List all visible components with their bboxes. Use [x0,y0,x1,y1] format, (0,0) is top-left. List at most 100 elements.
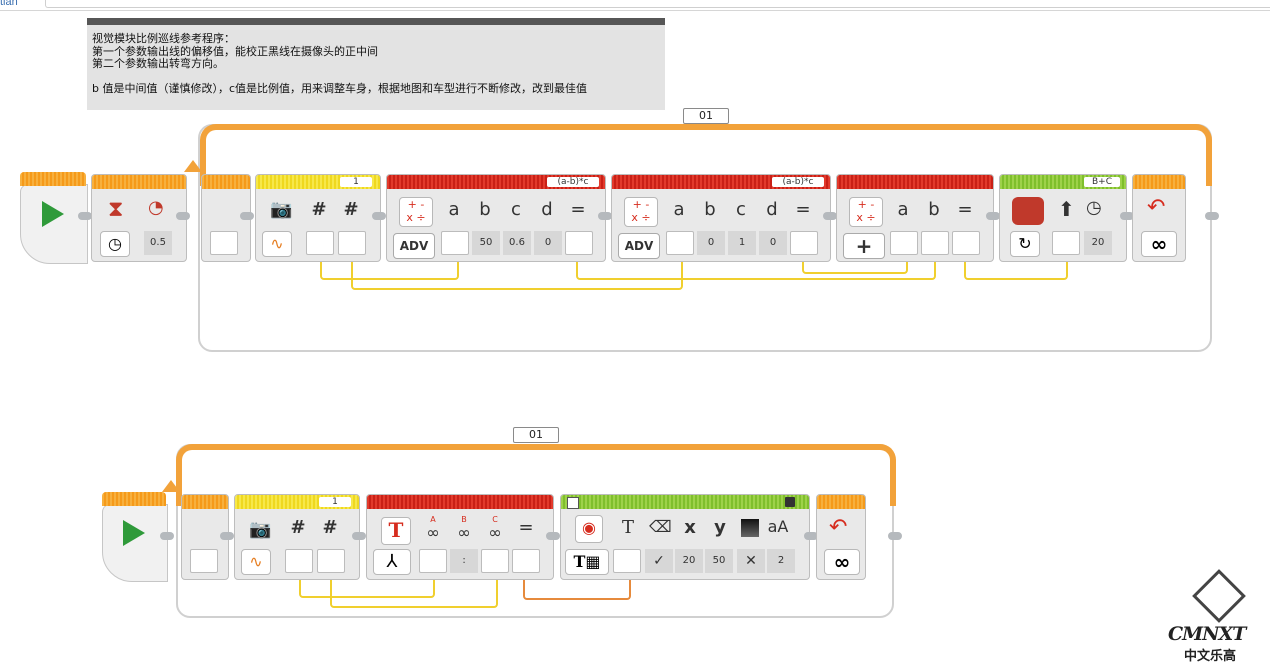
output-slot[interactable] [317,549,345,573]
loop-end[interactable]: ↶ ∞ [1132,174,1186,262]
power-gauge-icon: ◷ [1086,197,1102,218]
infinity-icon[interactable]: ∞ [824,549,860,575]
play-icon [42,201,64,227]
result-output[interactable] [565,231,593,255]
text-mode-icon[interactable]: ⅄ [373,549,411,575]
sequence-plug [1120,212,1134,220]
text-input-slot[interactable] [613,549,641,573]
y-value[interactable]: 50 [705,549,733,573]
input-b-value[interactable]: 0 [697,231,725,255]
data-wire[interactable] [299,580,435,598]
start-header [102,492,166,506]
x-value[interactable]: 20 [675,549,703,573]
display-mode-icon[interactable]: T▦ [565,549,609,575]
start-block[interactable] [102,504,168,582]
loop-label[interactable]: 01 [513,427,559,443]
input-b-value[interactable]: : [450,549,478,573]
add-mode-button[interactable]: + [843,233,885,259]
loop-start[interactable] [181,494,229,580]
input-b-value[interactable]: 50 [472,231,500,255]
data-wire[interactable] [351,262,683,290]
math-formula[interactable]: (a-b)*c [772,177,824,187]
input-c-value[interactable]: 0.6 [503,231,531,255]
motor-ports[interactable]: B+C [1084,177,1120,187]
result-label: = [957,199,973,220]
loop-end[interactable]: ↶ ∞ [816,494,866,580]
camera-sensor-block[interactable]: 1 📷 # # ∿ [234,494,360,580]
loop-label[interactable]: 01 [683,108,729,124]
camera-mode-icon[interactable]: ∿ [241,549,271,575]
math-block[interactable]: (a-b)*c + -x ÷ a b c d = ADV 50 0.6 0 [386,174,606,262]
input-a-slot[interactable] [890,231,918,255]
move-steering-block[interactable]: B+C ⬆ ◷ ↻ 20 [999,174,1127,262]
wait-seconds[interactable]: 0.5 [144,231,172,255]
math-mode-button[interactable]: ADV [393,233,435,259]
output-slot[interactable] [338,231,366,255]
result-label: = [570,199,586,220]
text-block[interactable]: T A B C ∞ ∞ ∞ = ⅄ : [366,494,554,580]
camera-sensor-block[interactable]: 1 📷 # # ∿ [255,174,381,262]
comment-line: 第一个参数输出线的偏移值，能校正黑线在摄像头的正中间 [92,44,378,58]
logo-subtext: 中文乐高 [1184,649,1237,664]
data-wire[interactable] [330,580,498,608]
camera-port[interactable]: 1 [340,177,372,187]
font-size-value[interactable]: 2 [767,549,795,573]
input-d-value[interactable]: 0 [534,231,562,255]
display-screen-icon [567,497,579,509]
camera-mode-icon[interactable]: ∿ [262,231,292,257]
wait-mode-icon[interactable]: ◷ [100,231,130,257]
power-value[interactable]: 20 [1084,231,1112,255]
data-wire[interactable] [576,262,936,280]
sequence-plug [804,532,818,540]
result-label: = [795,199,811,220]
math-add-block[interactable]: + -x ÷ a b = + [836,174,994,262]
camera-port[interactable]: 1 [319,497,351,507]
input-d-value[interactable]: 0 [759,231,787,255]
number-output-icon: # [311,199,327,220]
input-b-label: b [479,199,491,220]
input-c-slot[interactable] [481,549,509,573]
loop-index-output[interactable] [210,231,238,255]
math-mode-button[interactable]: ADV [618,233,660,259]
input-c-value[interactable]: 1 [728,231,756,255]
result-label: = [518,517,534,538]
math-block[interactable]: (a-b)*c + -x ÷ a b c d = ADV 0 1 0 [611,174,831,262]
start-block[interactable] [20,184,88,264]
logo-diamond-icon [1192,569,1246,623]
math-formula[interactable]: (a-b)*c [547,177,599,187]
data-wire[interactable] [964,262,1068,280]
steering-input[interactable] [1052,231,1080,255]
comment-line: b 值是中间值（谨慎修改），c值是比例值，用来调整车身，根据地图和车型进行不断修… [92,82,588,95]
result-output[interactable] [790,231,818,255]
text-data-wire[interactable] [523,580,631,600]
wait-block[interactable]: ⧗ ◔ ◷ 0.5 [91,174,187,262]
color-x-icon[interactable]: ✕ [737,549,765,573]
sequence-plug [352,532,366,540]
display-header [561,495,809,509]
input-a-slot[interactable] [441,231,469,255]
output-slot[interactable] [285,549,313,573]
address-field[interactable] [45,0,1270,8]
input-b-slot[interactable] [921,231,949,255]
input-c-label: c [736,199,746,220]
result-output[interactable] [512,549,540,573]
loop-header [182,495,228,509]
top-link[interactable]: tian [0,0,18,8]
data-wire[interactable] [320,262,459,280]
comment-box[interactable]: 视觉模块比例巡线参考程序： 第一个参数输出线的偏移值，能校正黑线在摄像头的正中间… [87,18,665,110]
infinity-icon[interactable]: ∞ [1141,231,1177,257]
output-slot[interactable] [306,231,334,255]
steering-mode-icon[interactable]: ↻ [1010,231,1040,257]
font-size-label: aA [767,517,789,536]
clear-screen-check-icon[interactable]: ✓ [645,549,673,573]
input-a-slot[interactable] [419,549,447,573]
sequence-plug [598,212,612,220]
input-a-slot[interactable] [666,231,694,255]
display-block[interactable]: ◉ T ⌫ x y aA T▦ ✓ 20 50 ✕ 2 [560,494,810,580]
loop-arrow-head-icon [162,480,180,492]
input-c-label: C [492,515,498,524]
data-wire[interactable] [802,262,908,274]
loop-index-output[interactable] [190,549,218,573]
result-output[interactable] [952,231,980,255]
loop-header [202,175,250,189]
